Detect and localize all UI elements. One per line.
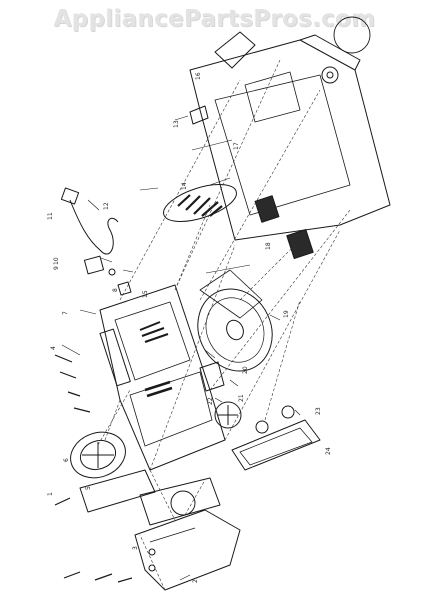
part-label-12: 12 [103,202,110,210]
part-label-4: 4 [50,346,57,350]
part-label-16: 16 [195,72,202,80]
part-label-24: 24 [325,447,332,455]
part-label-1: 1 [47,492,54,496]
part-label-22: 22 [207,397,214,405]
part-label-5: 5 [85,486,92,490]
part-label-2: 2 [192,579,199,583]
part-label-10: 10 [53,257,60,265]
part-label-19: 19 [283,310,290,318]
part-label-7: 7 [62,311,69,315]
part-label-15: 15 [142,290,149,298]
part-label-8: 8 [112,288,119,292]
part-label-13: 13 [173,120,180,128]
part-label-18: 18 [265,242,272,250]
part-label-17: 17 [233,142,240,150]
motor-fan [197,288,273,372]
power-cord [69,199,119,255]
wheel-21 [214,401,242,429]
end-cap [333,16,371,54]
part-label-20: 20 [242,366,249,374]
part-label-9: 9 [53,266,60,270]
front-wheel [70,431,126,479]
drawing-lines [54,16,391,591]
part-number-labels: 1 2 3 4 5 6 7 8 9 10 11 12 13 14 15 16 1… [47,72,332,583]
part-label-6: 6 [63,458,70,462]
watermark: AppliancePartsPros.com [53,6,376,32]
part-label-21: 21 [238,394,245,402]
lower-cover [134,509,241,591]
part-label-11: 11 [47,212,54,220]
part-label-14: 14 [181,182,188,190]
chassis-frame [99,284,226,471]
base-plate [231,419,321,471]
grille-plate [163,184,237,222]
housing-body [189,39,391,241]
dashed-assembly-lines [97,59,351,591]
part-label-3: 3 [132,546,139,550]
part-label-23: 23 [315,407,322,415]
